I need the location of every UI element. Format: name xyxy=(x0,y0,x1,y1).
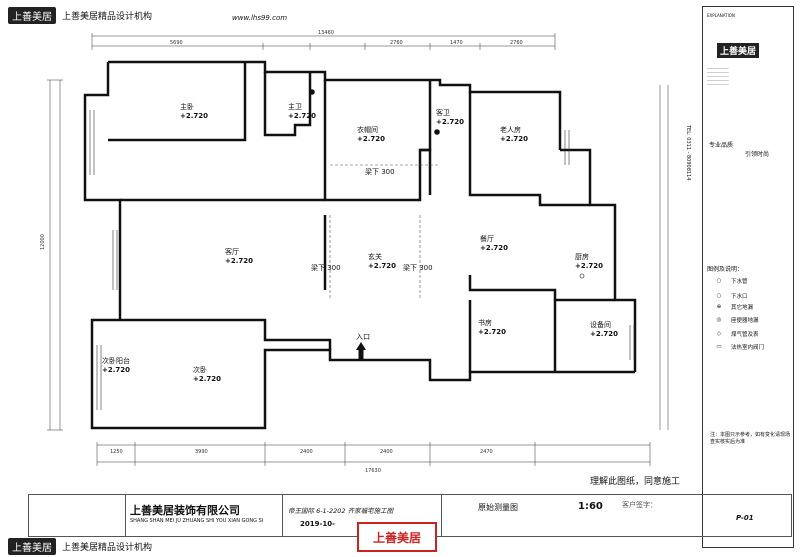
dim-bottom-2: 3990 xyxy=(195,449,208,455)
company-name: 上善美居装饰有限公司 xyxy=(130,504,240,517)
room-label-master-bath: 主卫+2.720 xyxy=(288,103,317,120)
dim-left-total: 12000 xyxy=(40,234,46,250)
legend-row-1: ○下水管 xyxy=(716,278,748,285)
room-label-living-room: 客厅+2.720 xyxy=(225,248,254,265)
beam-lines xyxy=(329,164,440,300)
pro-label: 专业品质 xyxy=(709,142,734,149)
room-label-utility: 设备间+2.720 xyxy=(590,321,619,338)
footer-title: 上善美居精品设计机构 xyxy=(62,542,153,553)
drain-symbols xyxy=(309,89,585,279)
project-name: 帝王国际 6-1-2202 齐家福宅施工图 xyxy=(288,507,394,515)
legend-note: 注：本图只示参考，如有变化请现场查实核实后为准 xyxy=(710,432,791,445)
entrance-label: 入口 xyxy=(356,333,370,341)
explanation-label: EXPLANATION xyxy=(707,13,735,18)
lead-label: 引领时尚 xyxy=(745,151,770,158)
legend-title: 图例及说明： xyxy=(707,266,744,273)
bottom-dimensions xyxy=(96,442,651,466)
dim-bottom-5: 2470 xyxy=(480,449,493,455)
legend-row-5: ◇煤气管及表 xyxy=(716,331,759,338)
dim-bottom-1: 1250 xyxy=(110,449,123,455)
top-dimensions xyxy=(91,33,556,50)
room-label-balcony: 次卧阳台+2.720 xyxy=(102,357,131,374)
footer-banner: 上善美居 上善美居精品设计机构 xyxy=(8,537,152,555)
right-dimensions xyxy=(659,85,669,430)
windows xyxy=(89,110,635,410)
panel-phone: TEL: 0311 - 80908114 xyxy=(685,125,691,181)
room-label-foyer: 玄关+2.720 xyxy=(368,253,397,270)
website-url: www.lhs99.com xyxy=(232,14,288,22)
company-stamp: 上善美居 xyxy=(357,522,437,552)
page-number: P-01 xyxy=(736,514,754,522)
beam-label-1: 梁下 300 xyxy=(311,264,341,272)
dim-top-total: 13460 xyxy=(318,30,334,36)
room-label-cloakroom: 衣帽间+2.720 xyxy=(357,126,386,143)
panel-fine-print: ────────────────────────────────────────… xyxy=(707,67,729,87)
footer-logo: 上善美居 xyxy=(8,537,56,555)
tb-logo-cell xyxy=(28,494,126,537)
confirm-text: 理解此图纸，同意施工 xyxy=(590,477,681,487)
brand-logo: 上善美居 xyxy=(8,6,56,24)
legend-row-4: ◎座便器地漏 xyxy=(716,317,759,324)
room-label-master-bedroom: 主卧+2.720 xyxy=(180,103,209,120)
entrance-arrow xyxy=(356,342,366,360)
project-date: 2019-10- xyxy=(300,520,336,528)
dim-top-4: 2760 xyxy=(510,40,523,46)
dim-top-2: 1470 xyxy=(450,40,463,46)
panel-logo: 上善美居 xyxy=(717,43,760,58)
room-label-second-bedroom: 次卧+2.720 xyxy=(193,366,222,383)
left-dimensions xyxy=(47,79,63,431)
room-label-dining: 餐厅+2.720 xyxy=(480,235,509,252)
header-banner: 上善美居 上善美居精品设计机构 xyxy=(8,6,152,24)
beam-label-2: 梁下 300 xyxy=(403,264,433,272)
room-label-guest-bath: 客卫+2.720 xyxy=(436,109,465,126)
dim-bottom-4: 2400 xyxy=(380,449,393,455)
walls xyxy=(83,60,637,430)
room-label-elder-room: 老人房+2.720 xyxy=(500,126,529,143)
legend-row-3: ⊕其它地漏 xyxy=(716,304,754,311)
dim-bottom-total: 17630 xyxy=(365,468,381,474)
brand-title: 上善美居精品设计机构 xyxy=(62,11,153,22)
dim-bottom-3: 2400 xyxy=(300,449,313,455)
right-panel: EXPLANATION 上善美居 ───────────────────────… xyxy=(685,6,794,548)
dim-top-3: 2760 xyxy=(390,40,403,46)
room-label-kitchen: 厨房+2.720 xyxy=(575,253,604,270)
drawing-name: 原始测量图 xyxy=(478,503,518,512)
dim-top-1: 5690 xyxy=(170,40,183,46)
company-name-en: SHANG SHAN MEI JU ZHUANG SHI YOU XIAN GO… xyxy=(130,518,264,524)
legend-row-2: ○下水口 xyxy=(716,293,748,300)
beam-label-3: 梁下 300 xyxy=(365,168,395,176)
legend-row-6: ▭法热室内阀门 xyxy=(716,344,765,351)
drawing-scale: 1:60 xyxy=(578,501,603,512)
room-label-study: 书房+2.720 xyxy=(478,319,507,336)
client-sign-label: 客户签字： xyxy=(622,501,657,509)
